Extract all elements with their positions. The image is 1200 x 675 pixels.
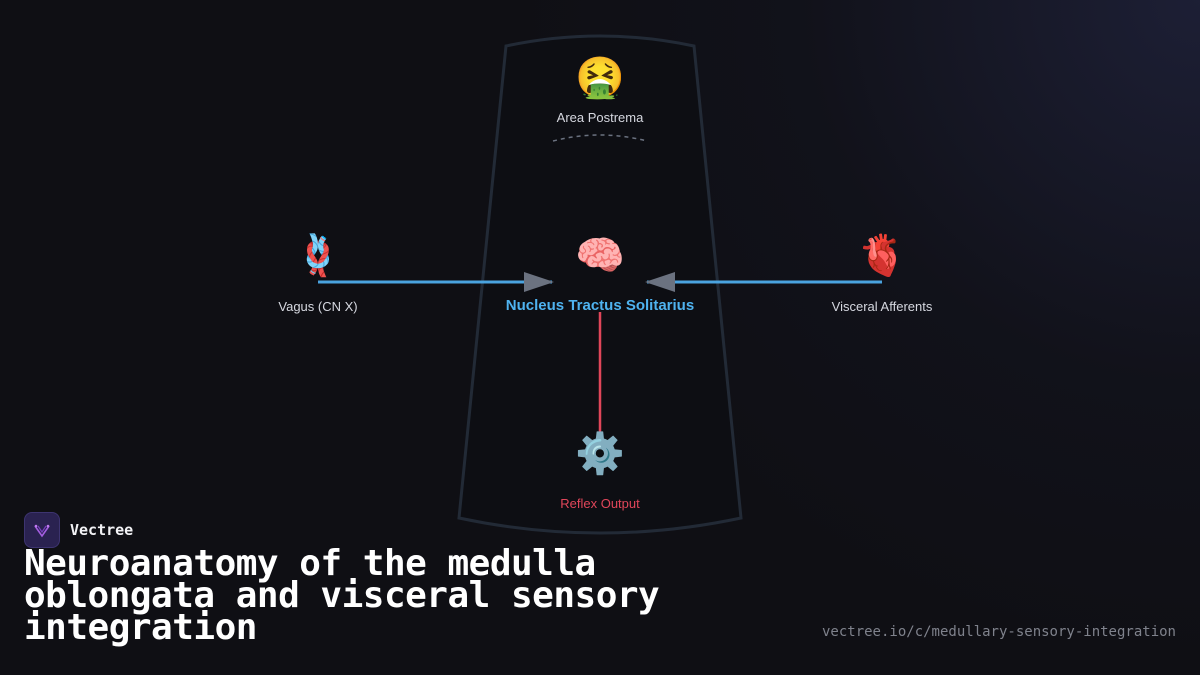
brand-name: Vectree <box>70 521 134 539</box>
area-postrema-label: Area Postrema <box>556 110 644 125</box>
area-postrema-boundary <box>552 134 648 142</box>
medulla-outline <box>457 34 743 535</box>
gear-icon: ⚙️ <box>575 431 625 477</box>
nauseated-face-icon: 🤮 <box>575 55 625 101</box>
page-title: Neuroanatomy of the medulla oblongata an… <box>24 543 660 648</box>
nerve-knot-icon: 🪢 <box>293 233 343 279</box>
visceral-afferents-label: Visceral Afferents <box>831 299 933 314</box>
brain-icon: 🧠 <box>575 233 625 279</box>
anatomical-heart-icon: 🫀 <box>857 233 907 279</box>
vagus-label: Vagus (CN X) <box>278 299 358 314</box>
nts-label: Nucleus Tractus Solitarius <box>505 297 695 314</box>
brand: Vectree <box>24 512 133 548</box>
reflex-output-label: Reflex Output <box>560 496 640 511</box>
source-url: vectree.io/c/medullary-sensory-integrati… <box>821 624 1176 640</box>
vectree-logo-icon <box>24 512 60 548</box>
